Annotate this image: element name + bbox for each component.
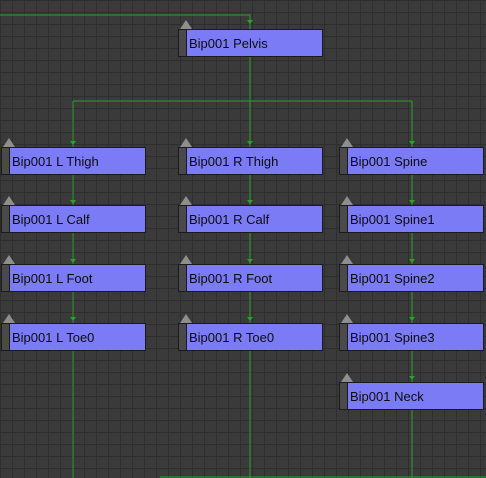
- node-collapse-icon[interactable]: [180, 255, 192, 264]
- node-label: Bip001 Spine: [350, 154, 428, 169]
- node-handle[interactable]: [179, 148, 187, 174]
- node-l-toe0[interactable]: Bip001 L Toe0: [1, 314, 146, 351]
- node-spine[interactable]: Bip001 Spine: [339, 138, 484, 175]
- node-label: Bip001 L Toe0: [12, 330, 95, 345]
- node-collapse-icon[interactable]: [341, 196, 353, 205]
- node-collapse-icon[interactable]: [3, 138, 15, 147]
- node-handle[interactable]: [2, 265, 10, 291]
- node-r-toe0[interactable]: Bip001 R Toe0: [178, 314, 323, 351]
- node-handle[interactable]: [340, 148, 348, 174]
- node-collapse-icon[interactable]: [180, 314, 192, 323]
- node-neck[interactable]: Bip001 Neck: [339, 373, 484, 410]
- node-handle[interactable]: [340, 324, 348, 350]
- node-spine2[interactable]: Bip001 Spine2: [339, 255, 484, 292]
- node-collapse-icon[interactable]: [180, 196, 192, 205]
- node-collapse-icon[interactable]: [341, 255, 353, 264]
- node-handle[interactable]: [179, 265, 187, 291]
- node-handle[interactable]: [340, 206, 348, 232]
- node-handle[interactable]: [340, 383, 348, 409]
- node-label: Bip001 L Thigh: [12, 154, 99, 169]
- node-l-foot[interactable]: Bip001 L Foot: [1, 255, 146, 292]
- node-handle[interactable]: [340, 265, 348, 291]
- node-r-thigh[interactable]: Bip001 R Thigh: [178, 138, 323, 175]
- node-collapse-icon[interactable]: [341, 373, 353, 382]
- node-handle[interactable]: [179, 324, 187, 350]
- node-collapse-icon[interactable]: [341, 314, 353, 323]
- node-label: Bip001 R Calf: [189, 212, 270, 227]
- node-label: Bip001 L Foot: [12, 271, 93, 286]
- node-label: Bip001 L Calf: [12, 212, 90, 227]
- node-label: Bip001 Spine2: [350, 271, 435, 286]
- node-collapse-icon[interactable]: [180, 20, 192, 29]
- node-label: Bip001 R Foot: [189, 271, 273, 286]
- node-handle[interactable]: [2, 324, 10, 350]
- node-r-calf[interactable]: Bip001 R Calf: [178, 196, 323, 233]
- wire-root-to-pelvis: [0, 14, 251, 30]
- node-r-foot[interactable]: Bip001 R Foot: [178, 255, 323, 292]
- node-l-thigh[interactable]: Bip001 L Thigh: [1, 138, 146, 175]
- node-handle[interactable]: [2, 206, 10, 232]
- node-handle[interactable]: [179, 206, 187, 232]
- node-label: Bip001 Pelvis: [189, 36, 268, 51]
- node-collapse-icon[interactable]: [341, 138, 353, 147]
- node-spine3[interactable]: Bip001 Spine3: [339, 314, 484, 351]
- node-collapse-icon[interactable]: [3, 314, 15, 323]
- node-label: Bip001 R Thigh: [189, 154, 279, 169]
- node-handle[interactable]: [2, 148, 10, 174]
- node-pelvis[interactable]: Bip001 Pelvis: [178, 20, 323, 57]
- node-label: Bip001 Spine3: [350, 330, 435, 345]
- node-handle[interactable]: [179, 30, 187, 56]
- node-collapse-icon[interactable]: [180, 138, 192, 147]
- node-spine1[interactable]: Bip001 Spine1: [339, 196, 484, 233]
- node-l-calf[interactable]: Bip001 L Calf: [1, 196, 146, 233]
- wire-arrows: [70, 20, 415, 380]
- node-label: Bip001 Spine1: [350, 212, 435, 227]
- node-label: Bip001 R Toe0: [189, 330, 275, 345]
- node-collapse-icon[interactable]: [3, 255, 15, 264]
- node-label: Bip001 Neck: [350, 389, 424, 404]
- node-collapse-icon[interactable]: [3, 196, 15, 205]
